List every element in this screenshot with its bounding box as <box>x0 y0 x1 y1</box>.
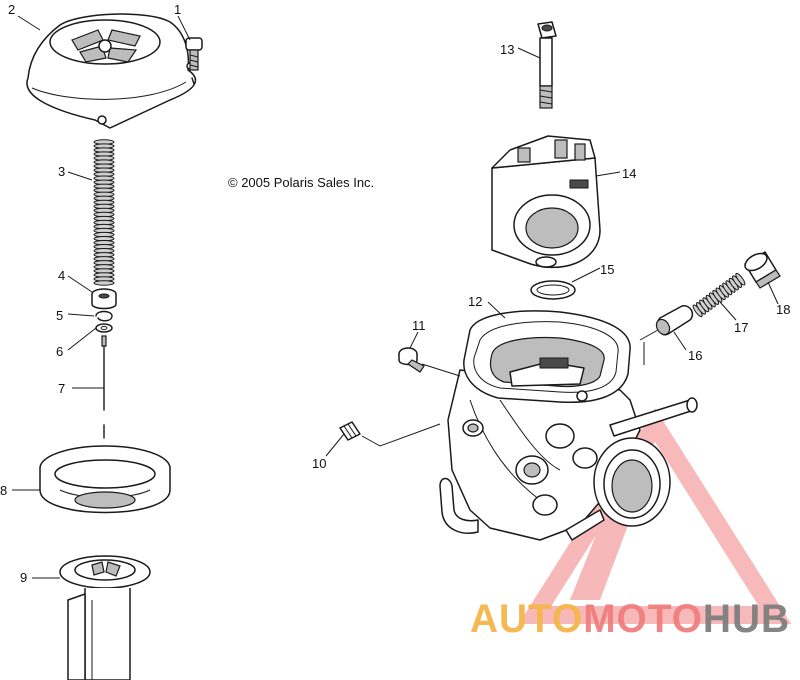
part-6-washer <box>95 323 113 333</box>
callout-14: 14 <box>622 166 636 181</box>
part-12-carburetor-body <box>439 310 698 541</box>
part-1-screw <box>185 37 203 85</box>
callout-18: 18 <box>776 302 790 317</box>
callout-7: 7 <box>58 381 65 396</box>
part-14-carburetor-top-bracket <box>491 135 601 269</box>
callout-11: 11 <box>412 318 426 333</box>
watermark-word-auto: AUTO <box>470 597 583 641</box>
part-3-spring <box>93 139 115 286</box>
part-13-screw <box>537 21 557 109</box>
watermark-wordmark: AUTOMOTOHUB <box>470 597 790 641</box>
part-17-spring <box>692 272 746 318</box>
part-5-e-clip <box>95 310 113 322</box>
watermark-word-hub: HUB <box>703 597 790 641</box>
part-4-spring-seat <box>91 288 117 310</box>
callout-4: 4 <box>58 268 65 283</box>
callout-numbers: 1 2 3 4 5 6 7 8 9 10 11 12 13 14 15 16 1… <box>0 2 790 585</box>
part-2-carburetor-top-cover <box>26 13 197 129</box>
part-7-jet-needle <box>101 335 107 439</box>
callout-15: 15 <box>600 262 614 277</box>
part-10-idle-screw <box>339 421 361 441</box>
callout-12: 12 <box>468 294 482 309</box>
callout-10: 10 <box>312 456 326 471</box>
leader-lines <box>12 15 779 579</box>
callout-6: 6 <box>56 344 63 359</box>
watermark-word-moto: MOTO <box>583 597 703 641</box>
callout-13: 13 <box>500 42 514 57</box>
callout-3: 3 <box>58 164 65 179</box>
part-18-plug <box>744 251 781 289</box>
callout-2: 2 <box>8 2 15 17</box>
callout-16: 16 <box>688 348 702 363</box>
part-16-adjuster <box>655 305 694 336</box>
copyright-text: © 2005 Polaris Sales Inc. <box>228 175 374 190</box>
callout-8: 8 <box>0 483 7 498</box>
callout-1: 1 <box>174 2 181 17</box>
part-8-diaphragm <box>39 445 171 514</box>
callout-17: 17 <box>734 320 748 335</box>
callout-9: 9 <box>20 570 27 585</box>
callout-5: 5 <box>56 308 63 323</box>
part-9-throttle-slide <box>59 555 151 680</box>
part-11-screw <box>398 347 425 373</box>
part-15-o-ring <box>530 280 576 300</box>
